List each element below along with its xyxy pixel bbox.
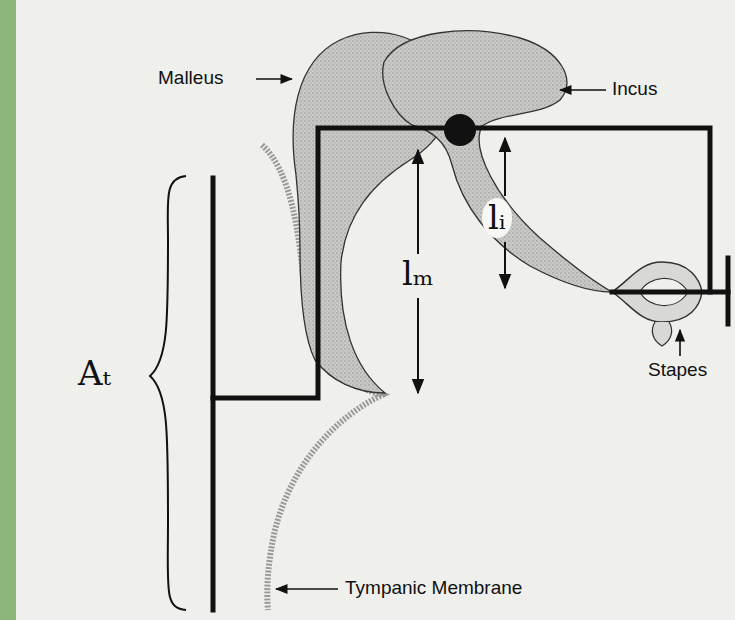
pivot-dot <box>444 114 476 146</box>
part-label: Incus <box>612 79 657 100</box>
stapes-footplate <box>652 322 671 346</box>
part-label: Stapes <box>648 360 707 381</box>
dimension-label: lᵢ <box>482 198 512 238</box>
pointer-arrows <box>256 79 680 589</box>
incus-bone <box>383 31 612 292</box>
part-label: Malleus <box>158 68 223 89</box>
lever-model <box>213 128 728 610</box>
part-label: Tympanic Membrane <box>345 578 522 599</box>
dimension-label: lₘ <box>402 256 434 292</box>
area-brace <box>150 176 186 610</box>
area-label: Aₜ <box>78 356 111 392</box>
